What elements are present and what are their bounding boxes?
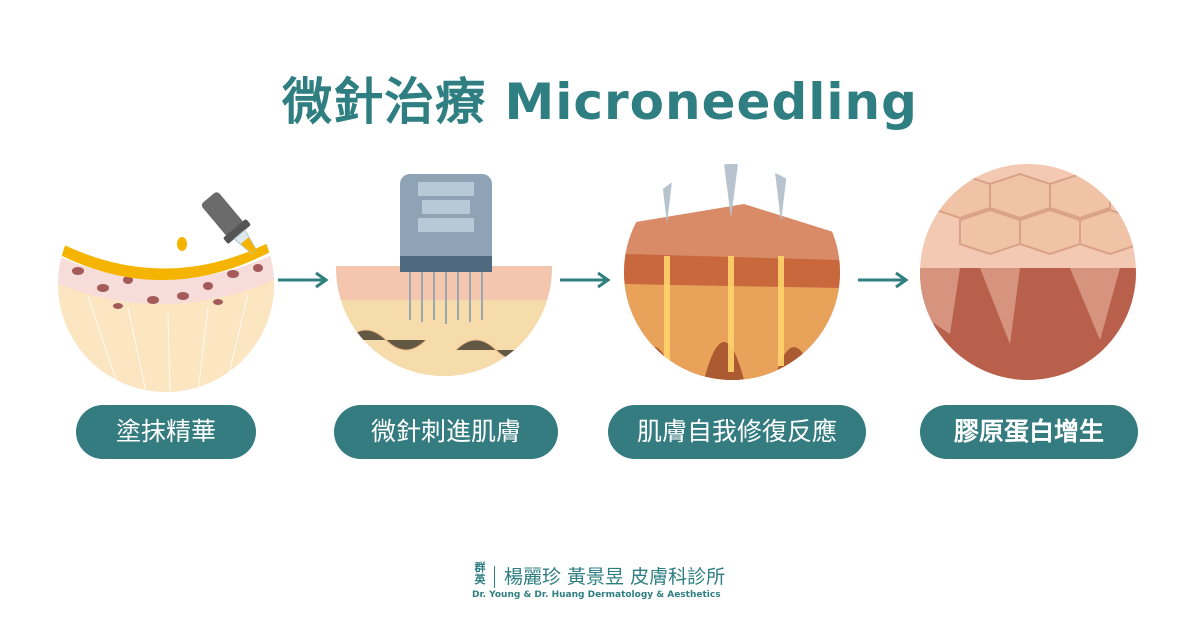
logo-mark-bottom: 英 xyxy=(474,573,486,586)
step-3-label: 肌膚自我修復反應 xyxy=(608,405,866,459)
arrow-right-icon xyxy=(278,271,329,289)
step-1-label: 塗抹精華 xyxy=(76,405,256,459)
logo-divider xyxy=(494,566,495,588)
step-1-illustration xyxy=(58,176,274,392)
microneedle-roller-icon xyxy=(400,174,492,324)
dropper-icon xyxy=(177,192,257,254)
step-3-illustration xyxy=(624,164,840,380)
arrow-right-icon xyxy=(560,271,611,289)
step-4-label: 膠原蛋白增生 xyxy=(920,405,1138,459)
logo-mark-top: 群 xyxy=(474,561,486,574)
page-title: 微針治療 Microneedling xyxy=(282,72,918,131)
clinic-name: 楊麗珍 黃景昱 皮膚科診所 xyxy=(504,566,726,588)
step-2-label: 微針刺進肌膚 xyxy=(334,405,558,459)
step-2-illustration xyxy=(336,160,552,376)
clinic-name-en: Dr. Young & Dr. Huang Dermatology & Aest… xyxy=(472,590,721,600)
step-4-illustration xyxy=(920,164,1136,380)
arrow-right-icon xyxy=(858,271,909,289)
logo-mark: 群 英 xyxy=(470,562,490,586)
clinic-logo: 群 英 楊麗珍 黃景昱 皮膚科診所 Dr. Young & Dr. Huang … xyxy=(470,560,770,610)
